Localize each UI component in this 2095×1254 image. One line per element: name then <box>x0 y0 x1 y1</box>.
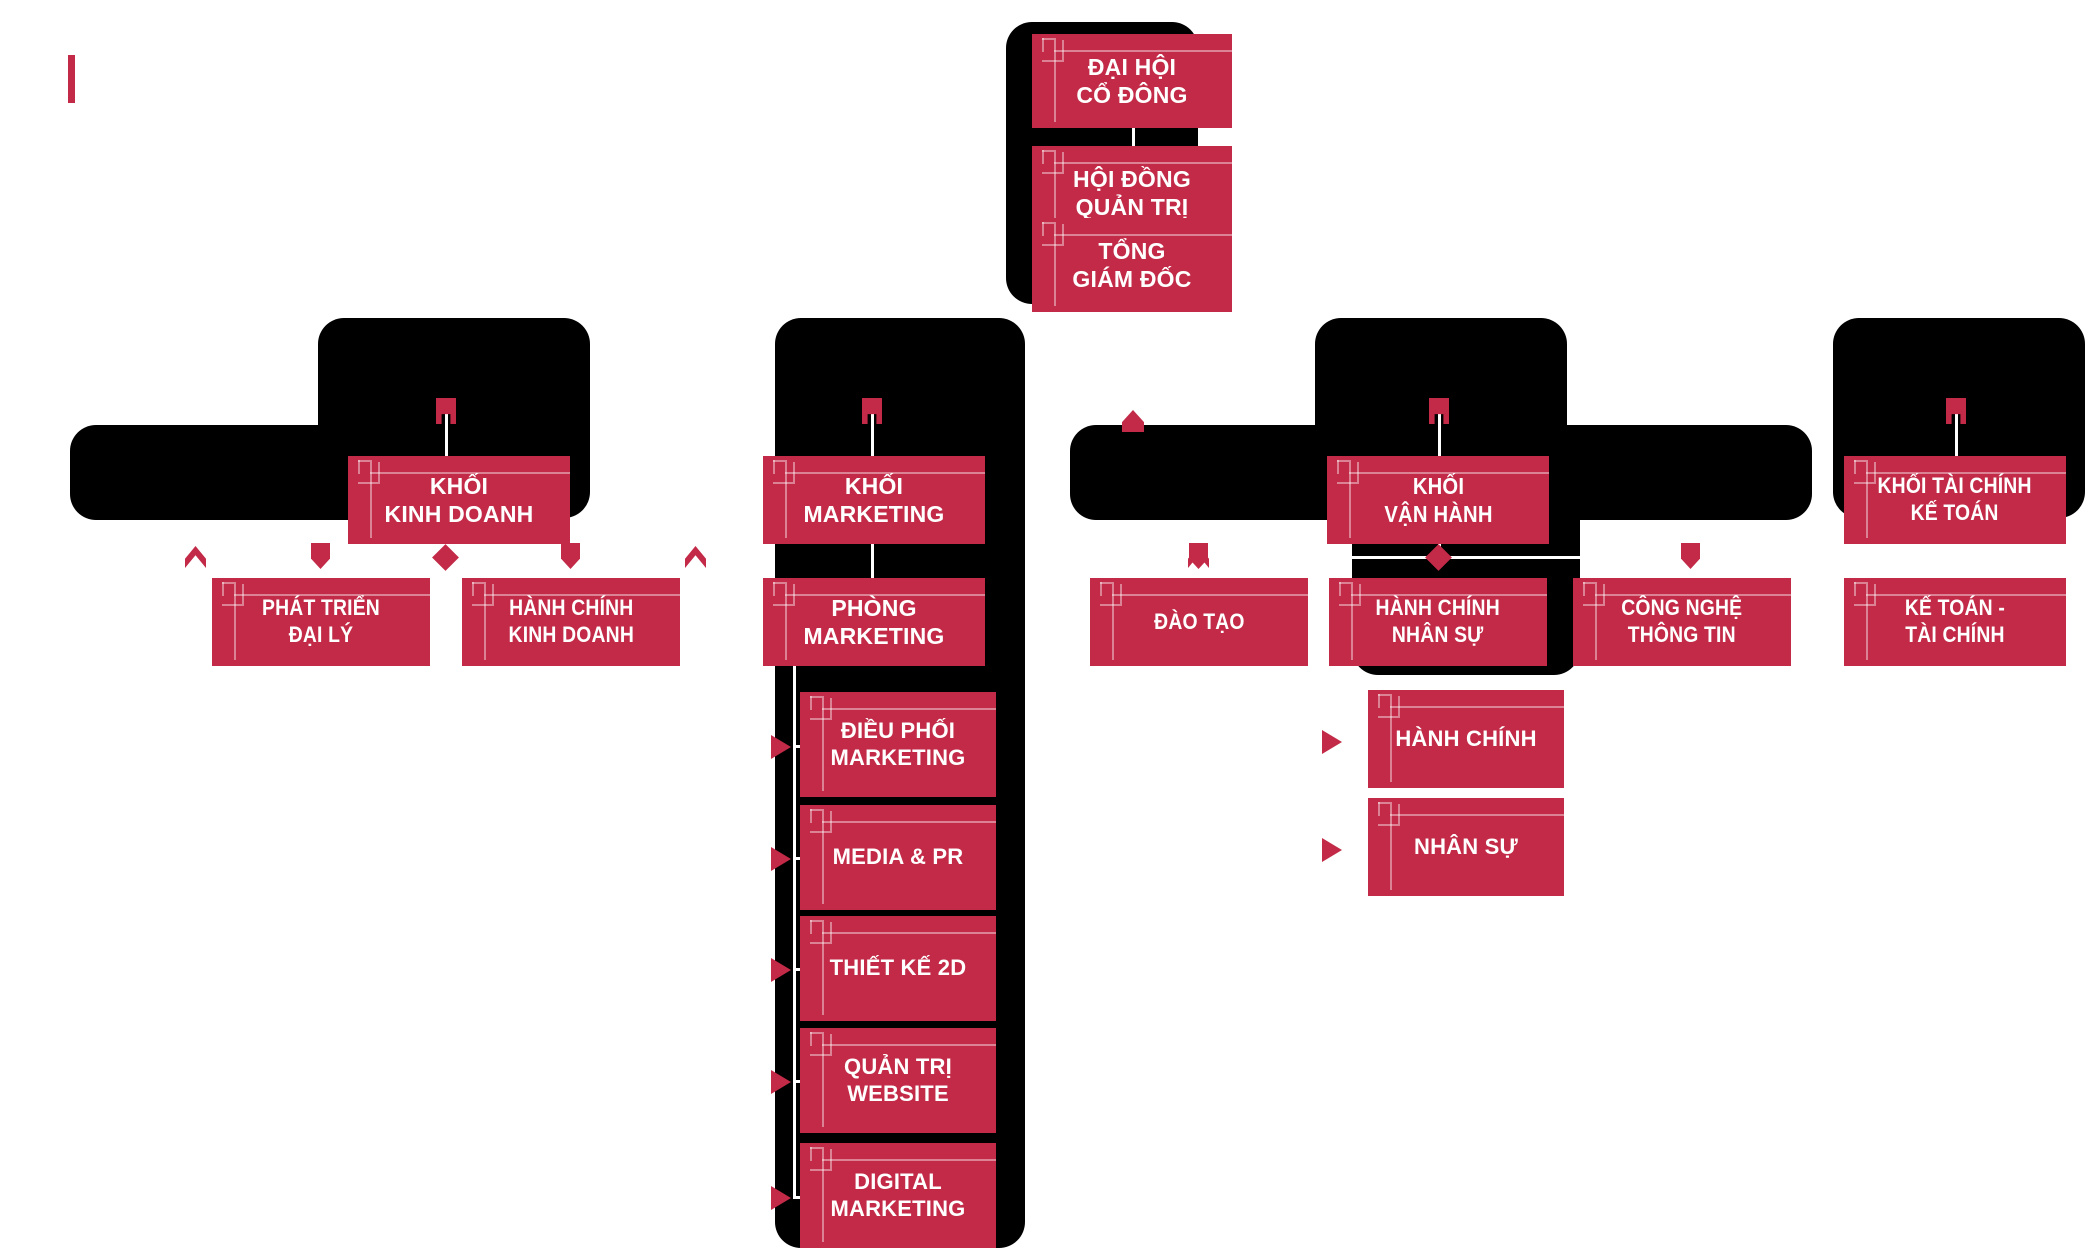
connector-stub-kkd <box>445 412 448 456</box>
pin-marker-ptdl <box>311 543 330 569</box>
connector-hckd <box>570 556 573 596</box>
connector-stub-kmkt <box>871 412 874 456</box>
connector-cntt <box>1690 556 1693 596</box>
chevron-marker-kkd-right <box>685 546 706 568</box>
diamond-marker-kkd <box>432 544 459 571</box>
node-label: PHÁT TRIỂN ĐẠI LÝ <box>262 595 380 647</box>
pin-marker-dt <box>1189 543 1208 569</box>
node-label: DIGITAL MARKETING <box>830 1168 966 1221</box>
connector-kmkt-pmkt <box>871 525 874 581</box>
node-label: HÀNH CHÍNH KINH DOANH <box>508 595 634 647</box>
flag-marker-kvh <box>1429 398 1449 424</box>
node-label: HÀNH CHÍNH <box>1395 725 1537 751</box>
node-dao-tao[interactable]: ĐÀO TẠO <box>1090 578 1308 666</box>
triangle-marker-hc <box>1322 730 1342 754</box>
flag-marker-ktckt <box>1946 398 1966 424</box>
node-khoi-van-hanh[interactable]: KHỐI VẬN HÀNH <box>1327 456 1549 544</box>
node-label: PHÒNG MARKETING <box>803 594 945 649</box>
flag-marker-kmkt <box>862 398 882 424</box>
pin-marker-hckd <box>561 543 580 569</box>
flag-marker-kkd <box>436 398 456 424</box>
node-label: NHÂN SỰ <box>1414 833 1518 859</box>
node-thiet-ke-2d[interactable]: THIẾT KẾ 2D <box>800 916 996 1021</box>
connector-tgd-down <box>1132 388 1135 416</box>
node-phat-trien-dai-ly[interactable]: PHÁT TRIỂN ĐẠI LÝ <box>212 578 430 666</box>
node-label: KHỐI VẬN HÀNH <box>1383 472 1493 527</box>
node-label: KHỐI TÀI CHÍNH KẾ TOÁN <box>1877 473 2033 525</box>
pin-marker-cntt <box>1681 543 1700 569</box>
node-label: ĐIỀU PHỐI MARKETING <box>830 717 966 770</box>
connector-hc <box>1342 740 1376 743</box>
node-phong-marketing[interactable]: PHÒNG MARKETING <box>763 578 985 666</box>
connector-dt <box>1198 556 1201 596</box>
node-label: KHỐI MARKETING <box>803 472 945 527</box>
node-quan-tri-website[interactable]: QUẢN TRỊ WEBSITE <box>800 1028 996 1133</box>
node-hanh-chinh-kinh-doanh[interactable]: HÀNH CHÍNH KINH DOANH <box>462 578 680 666</box>
node-hanh-chinh[interactable]: HÀNH CHÍNH <box>1368 690 1564 788</box>
node-label: HÀNH CHÍNH NHÂN SỰ <box>1375 595 1501 647</box>
node-label: THIẾT KẾ 2D <box>829 955 967 981</box>
node-label: ĐÀO TẠO <box>1153 608 1245 634</box>
node-label: KHỐI KINH DOANH <box>384 472 534 527</box>
node-khoi-marketing[interactable]: KHỐI MARKETING <box>763 456 985 544</box>
node-dai-hoi-co-dong[interactable]: ĐẠI HỘI CỔ ĐÔNG <box>1032 34 1232 128</box>
connector-ns <box>1342 848 1376 851</box>
node-khoi-tai-chinh-ke-toan[interactable]: KHỐI TÀI CHÍNH KẾ TOÁN <box>1844 456 2066 544</box>
node-ke-toan-tai-chinh[interactable]: KẾ TOÁN - TÀI CHÍNH <box>1844 578 2066 666</box>
node-media-pr[interactable]: MEDIA & PR <box>800 805 996 910</box>
node-dieu-phoi-marketing[interactable]: ĐIỀU PHỐI MARKETING <box>800 692 996 797</box>
node-label: TỔNG GIÁM ĐỐC <box>1072 237 1192 292</box>
connector-marketing-rail <box>793 648 796 1198</box>
node-label: HỘI ĐỒNG QUẢN TRỊ <box>1073 165 1191 220</box>
node-hanh-chinh-nhan-su[interactable]: HÀNH CHÍNH NHÂN SỰ <box>1329 578 1547 666</box>
arrow-tgd-down <box>1122 410 1144 432</box>
node-khoi-kinh-doanh[interactable]: KHỐI KINH DOANH <box>348 456 570 544</box>
accent-tick <box>68 55 75 103</box>
node-nhan-su[interactable]: NHÂN SỰ <box>1368 798 1564 896</box>
node-digital-marketing[interactable]: DIGITAL MARKETING <box>800 1143 996 1248</box>
connector-ktckt-kttc <box>1955 525 1958 581</box>
node-label: QUẢN TRỊ WEBSITE <box>844 1053 952 1106</box>
node-label: ĐẠI HỘI CỔ ĐÔNG <box>1076 53 1188 108</box>
node-tong-giam-doc[interactable]: TỔNG GIÁM ĐỐC <box>1032 218 1232 312</box>
node-cong-nghe-thong-tin[interactable]: CÔNG NGHỆ THÔNG TIN <box>1573 578 1791 666</box>
connector-stub-ktckt <box>1955 412 1958 456</box>
node-label: MEDIA & PR <box>832 844 964 870</box>
node-label: CÔNG NGHỆ THÔNG TIN <box>1621 595 1743 647</box>
connector-ptdl <box>320 556 323 596</box>
node-label: KẾ TOÁN - TÀI CHÍNH <box>1904 595 2006 647</box>
connector-stub-kvh <box>1438 412 1441 456</box>
triangle-marker-ns <box>1322 838 1342 862</box>
